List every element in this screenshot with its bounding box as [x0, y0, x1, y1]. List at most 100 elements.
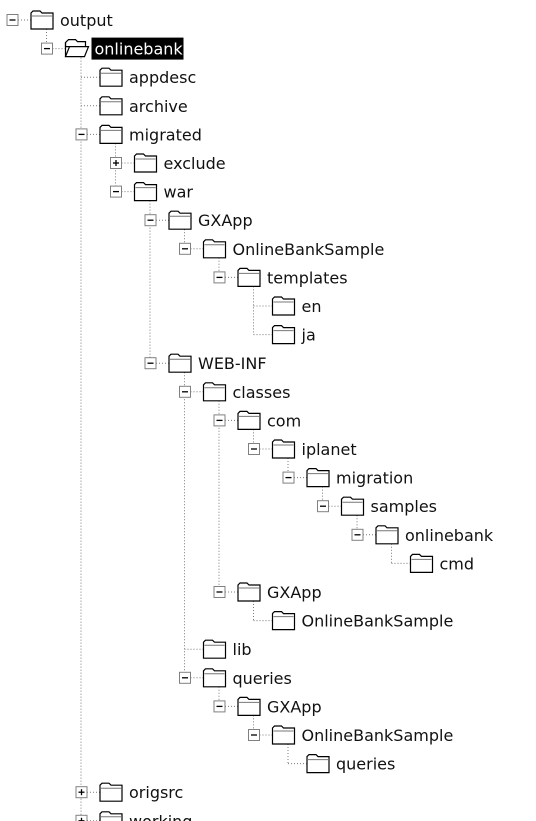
collapse-minus-icon[interactable]: [179, 242, 191, 255]
tree-item-onlinebank[interactable]: onlinebank: [41, 37, 184, 60]
tree-item-label: OnlineBankSample: [233, 240, 385, 259]
tree-item-obs2[interactable]: OnlineBankSample: [271, 611, 454, 631]
collapse-minus-icon[interactable]: [144, 357, 157, 370]
collapse-minus-icon[interactable]: [213, 586, 226, 598]
tree-item-ja[interactable]: ja: [271, 325, 316, 345]
folder-icon: [99, 96, 123, 116]
tree-item-gxapp3[interactable]: GXApp: [213, 696, 322, 716]
collapse-minus-icon[interactable]: [213, 271, 226, 284]
folder-icon: [306, 468, 330, 488]
folder-icon: [271, 296, 296, 316]
tree-item-exclude[interactable]: exclude: [110, 153, 226, 173]
tree-item-label: samples: [371, 497, 438, 516]
tree-item-queries[interactable]: queries: [179, 668, 292, 688]
expand-plus-icon[interactable]: [110, 157, 122, 169]
collapse-minus-icon[interactable]: [248, 443, 260, 455]
tree-item-label: origsrc: [129, 783, 183, 802]
tree-item-label: appdesc: [129, 68, 196, 87]
tree-item-war[interactable]: war: [110, 182, 194, 202]
collapse-minus-icon[interactable]: [213, 700, 226, 713]
tree-item-migration[interactable]: migration: [282, 468, 413, 488]
tree-item-origsrc[interactable]: origsrc: [75, 782, 183, 802]
collapse-minus-icon[interactable]: [248, 729, 260, 741]
folder-icon: [237, 410, 261, 430]
tree-item-templates[interactable]: templates: [213, 267, 348, 287]
collapse-minus-icon[interactable]: [75, 128, 88, 141]
tree-item-label: GXApp: [198, 211, 253, 230]
tree-item-label: queries: [233, 669, 292, 688]
tree-item-cmd[interactable]: cmd: [409, 553, 475, 573]
tree-item-label: migration: [336, 469, 413, 488]
folder-icon: [202, 639, 227, 659]
expand-plus-icon[interactable]: [75, 786, 88, 799]
collapse-minus-icon[interactable]: [213, 414, 226, 427]
tree-item-obs3[interactable]: OnlineBankSample: [248, 725, 454, 745]
tree-item-com[interactable]: com: [213, 410, 301, 430]
collapse-minus-icon[interactable]: [6, 14, 19, 26]
tree-item-label: GXApp: [267, 583, 322, 602]
tree-item-lib[interactable]: lib: [202, 639, 252, 659]
tree-item-label: WEB-INF: [198, 354, 267, 373]
folder-icon: [99, 811, 123, 821]
folder-icon: [237, 696, 261, 716]
tree-item-gxapp2[interactable]: GXApp: [213, 582, 322, 602]
folder-icon: [168, 210, 192, 230]
tree-item-webinf[interactable]: WEB-INF: [144, 353, 267, 373]
tree-item-label: output: [60, 11, 113, 30]
collapse-minus-icon[interactable]: [282, 471, 295, 484]
tree-item-working[interactable]: working: [75, 811, 192, 821]
folder-icon: [271, 725, 296, 745]
tree-item-label: ja: [301, 326, 316, 345]
folder-icon: [99, 67, 123, 87]
expand-plus-icon[interactable]: [75, 814, 88, 821]
tree-item-label: GXApp: [267, 697, 322, 716]
folder-icon: [168, 353, 192, 373]
tree-item-output[interactable]: output: [6, 10, 113, 30]
tree-item-label: working: [129, 812, 192, 821]
tree-item-appdesc[interactable]: appdesc: [99, 67, 196, 87]
tree-item-obs1[interactable]: OnlineBankSample: [179, 239, 385, 259]
tree-item-queries2[interactable]: queries: [306, 754, 395, 774]
tree-item-label: en: [302, 297, 322, 316]
folder-icon: [202, 382, 227, 402]
tree-item-samples[interactable]: samples: [317, 496, 438, 516]
collapse-minus-icon[interactable]: [351, 528, 364, 541]
folder-icon: [375, 525, 399, 545]
tree-item-label: com: [267, 411, 301, 430]
tree-connector-lines: [12, 19, 411, 821]
collapse-minus-icon[interactable]: [110, 185, 122, 198]
collapse-minus-icon[interactable]: [179, 671, 191, 684]
tree-item-migrated[interactable]: migrated: [75, 124, 202, 144]
folder-icon: [306, 754, 330, 774]
tree-item-label: archive: [129, 97, 188, 116]
folder-icon: [271, 611, 296, 631]
collapse-minus-icon[interactable]: [317, 500, 329, 513]
tree-item-iplanet[interactable]: iplanet: [248, 439, 357, 459]
folder-icon: [99, 124, 123, 144]
tree-item-label: OnlineBankSample: [302, 726, 454, 745]
tree-item-en[interactable]: en: [271, 296, 322, 316]
tree-item-label: exclude: [164, 154, 226, 173]
collapse-minus-icon[interactable]: [179, 385, 191, 398]
tree-item-label: templates: [267, 268, 348, 287]
tree-item-classes[interactable]: classes: [179, 382, 291, 402]
tree-item-onlinebank2[interactable]: onlinebank: [351, 525, 494, 545]
collapse-minus-icon[interactable]: [144, 214, 157, 227]
folder-icon: [133, 153, 158, 173]
collapse-minus-icon[interactable]: [41, 42, 53, 55]
tree-item-label: war: [164, 183, 194, 202]
folder-icon: [133, 182, 158, 202]
folder-icon: [340, 496, 365, 516]
selection-highlight: [91, 37, 184, 60]
tree-item-gxapp1[interactable]: GXApp: [144, 210, 253, 230]
tree-item-archive[interactable]: archive: [99, 96, 188, 116]
tree-item-label: OnlineBankSample: [302, 612, 454, 631]
tree-item-label: migrated: [129, 125, 202, 144]
folder-icon: [99, 782, 123, 802]
tree-item-label: classes: [233, 383, 291, 402]
tree-item-label: onlinebank: [95, 40, 184, 59]
folder-icon: [30, 10, 54, 30]
tree-item-label: queries: [336, 755, 395, 774]
folder-icon: [237, 267, 261, 287]
